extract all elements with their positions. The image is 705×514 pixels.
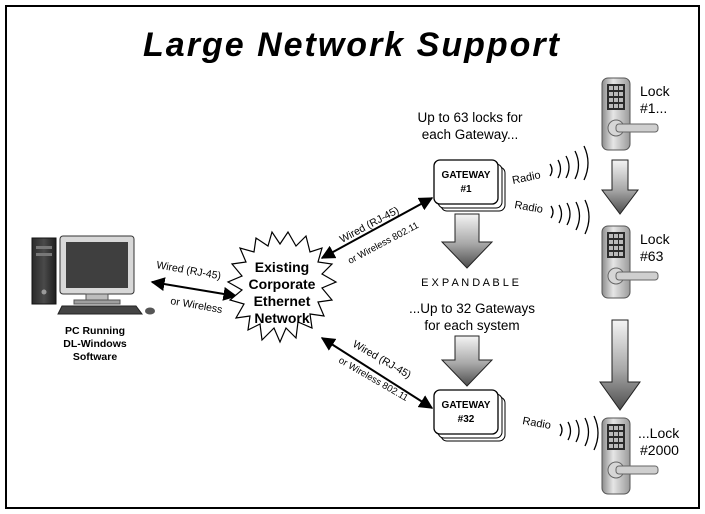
expand-arrow-2: [440, 335, 494, 387]
pc-label-line-1: PC Running: [65, 325, 125, 337]
gateway-1-label-2: #1: [460, 184, 472, 195]
lock-63-label-1: Lock: [640, 231, 671, 247]
lock-63-label-2: #63: [640, 248, 664, 264]
radio-waves-2-icon: [550, 199, 590, 235]
cloud-label-line-3: Ethernet: [254, 293, 311, 309]
gateway-32-label-2: #32: [458, 414, 475, 425]
page-title: Large Network Support: [143, 26, 561, 64]
radio-label-2: Radio: [513, 199, 543, 216]
locks-per-gateway-line-1: Up to 63 locks for: [417, 110, 523, 125]
expand-arrow-1: [440, 213, 494, 269]
pc-network-link: [150, 277, 238, 301]
pc-label: PC Running DL-Windows Software: [63, 325, 127, 363]
radio-waves-1-icon: [549, 145, 589, 181]
keypad-lock-63-icon: [601, 225, 659, 299]
cloud-label-line-4: Network: [254, 310, 309, 326]
pc-label-line-2: DL-Windows: [63, 338, 127, 350]
gateways-per-system-line-2: for each system: [424, 318, 519, 333]
gateways-per-system-line-1: ...Up to 32 Gateways: [409, 301, 535, 316]
gateway-1: GATEWAY #1: [433, 159, 506, 212]
keypad-lock-2000-icon: [601, 417, 659, 495]
network-gateway1-link: [320, 197, 434, 259]
lock-2000-label-2: #2000: [640, 442, 679, 458]
pc-label-line-3: Software: [73, 351, 118, 363]
gateway-32-label-1: GATEWAY: [442, 400, 491, 411]
lock-arrow-1: [601, 159, 639, 215]
lock-2000-label-1: ...Lock: [638, 425, 680, 441]
radio-waves-3-icon: [559, 415, 599, 451]
gateway-1-label-1: GATEWAY: [442, 170, 491, 181]
lock-1-label-1: Lock: [640, 83, 671, 99]
lock-1-label-2: #1...: [640, 100, 667, 116]
radio-label-1: Radio: [511, 169, 542, 187]
pc-workstation-icon: [31, 235, 155, 315]
cloud-label-line-1: Existing: [255, 259, 309, 275]
network-gateway32-link: [320, 337, 434, 409]
lock-arrow-2: [599, 319, 641, 411]
gateway-32: GATEWAY #32: [433, 389, 506, 442]
ethernet-network-cloud: [226, 230, 338, 344]
radio-label-3: Radio: [521, 415, 551, 432]
cloud-label-line-2: Corporate: [249, 276, 316, 292]
locks-per-gateway-line-2: each Gateway...: [422, 127, 519, 142]
expandable-label: E X P A N D A B L E: [421, 277, 519, 289]
ethernet-network-label: Existing Corporate Ethernet Network: [249, 259, 316, 326]
keypad-lock-1-icon: [601, 77, 659, 151]
